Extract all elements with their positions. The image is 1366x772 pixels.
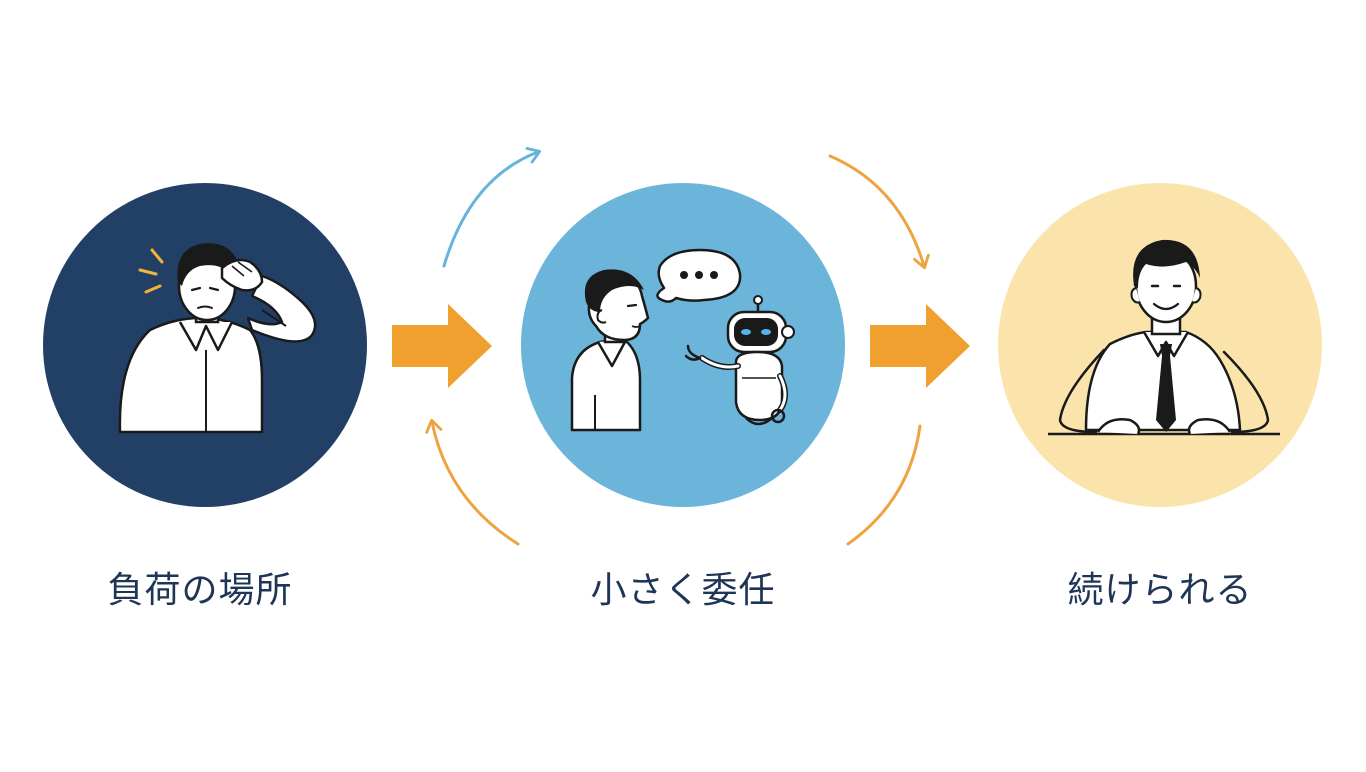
- cycle-arc-bottom-right-icon: [846, 424, 922, 546]
- step-1-illustration: [43, 183, 367, 507]
- step-3-label: 続けられる: [1067, 570, 1253, 611]
- relaxed-person-icon: [1048, 239, 1280, 436]
- cycle-arc-top-left-icon: [442, 147, 542, 268]
- cycle-arc-bottom-left-icon: [425, 418, 520, 546]
- robot-icon: [684, 295, 795, 426]
- step-2-illustration: [521, 183, 845, 507]
- cycle-arc-top-right-icon: [828, 154, 930, 270]
- step-1-label: 負荷の場所: [107, 570, 293, 611]
- person-talking-to-robot-icon: [570, 248, 795, 432]
- flow-arrow-2-icon: [870, 304, 970, 388]
- flow-arrow-1-icon: [392, 304, 492, 388]
- step-2-label: 小さく委任: [590, 570, 776, 611]
- stressed-person-icon: [118, 243, 317, 434]
- stress-marks-icon: [138, 248, 164, 294]
- step-3-illustration: [998, 183, 1322, 507]
- speech-bubble-icon: [656, 248, 742, 303]
- step-2-circle: [521, 183, 845, 507]
